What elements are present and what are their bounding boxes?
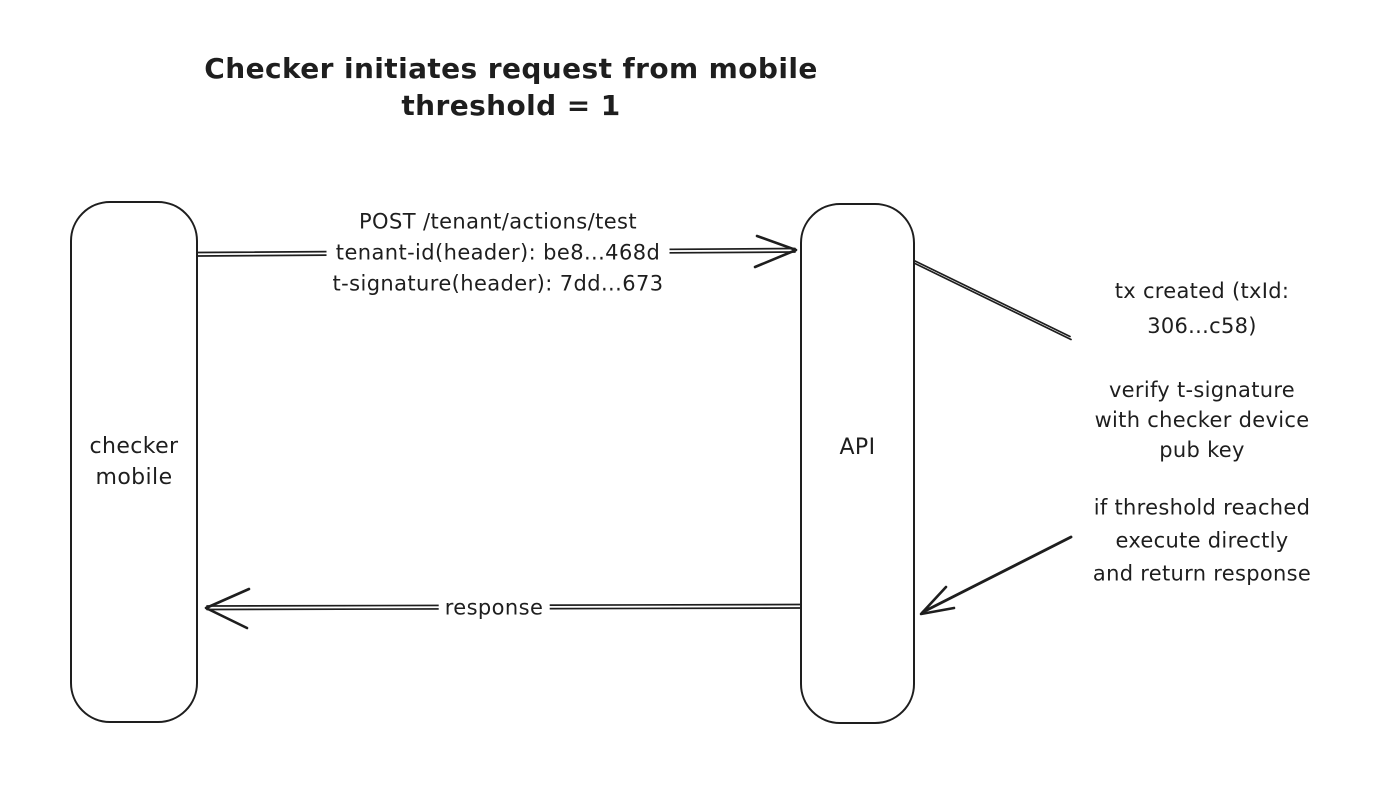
tx-created-line-2: 306...c58) <box>1147 314 1257 338</box>
verify-line-2: with checker device <box>1094 408 1310 432</box>
annotation-verify-signature: verify t-signature with checker device p… <box>1095 375 1310 465</box>
verify-line-1: verify t-signature <box>1108 378 1296 402</box>
arrowhead-left-icon <box>204 587 251 630</box>
tx-created-line-1: tx created (txId: <box>1114 279 1290 303</box>
arrowhead-down-left-icon <box>919 585 956 616</box>
threshold-line-3: and return response <box>1092 561 1312 586</box>
request-line-3: t-signature(header): 7dd...673 <box>332 271 664 296</box>
arrowhead-right-icon <box>753 234 798 269</box>
request-line-2: tenant-id(header): be8...468d <box>335 240 661 265</box>
verify-line-3: pub key <box>1159 438 1245 462</box>
api-label: API <box>839 435 876 460</box>
request-line-1: POST /tenant/actions/test <box>358 209 638 234</box>
execute-return-arrow <box>919 535 1073 616</box>
response-message-label: response <box>438 592 550 624</box>
checker-mobile-box: checker mobile <box>70 201 198 723</box>
title-line-2: threshold = 1 <box>401 89 621 122</box>
tx-created-line <box>913 259 1072 341</box>
api-box: API <box>800 203 915 724</box>
checker-mobile-label-line-2: mobile <box>95 465 173 490</box>
annotation-threshold-execute: if threshold reached execute directly an… <box>1093 492 1311 591</box>
checker-mobile-label-line-1: checker <box>89 434 179 459</box>
threshold-line-1: if threshold reached <box>1093 495 1311 520</box>
request-message-label: POST /tenant/actions/test tenant-id(head… <box>326 206 670 300</box>
annotation-tx-created: tx created (txId: 306...c58) <box>1115 274 1290 344</box>
diagram-title: Checker initiates request from mobile th… <box>204 50 817 124</box>
threshold-line-2: execute directly <box>1115 528 1289 553</box>
title-line-1: Checker initiates request from mobile <box>204 52 818 85</box>
